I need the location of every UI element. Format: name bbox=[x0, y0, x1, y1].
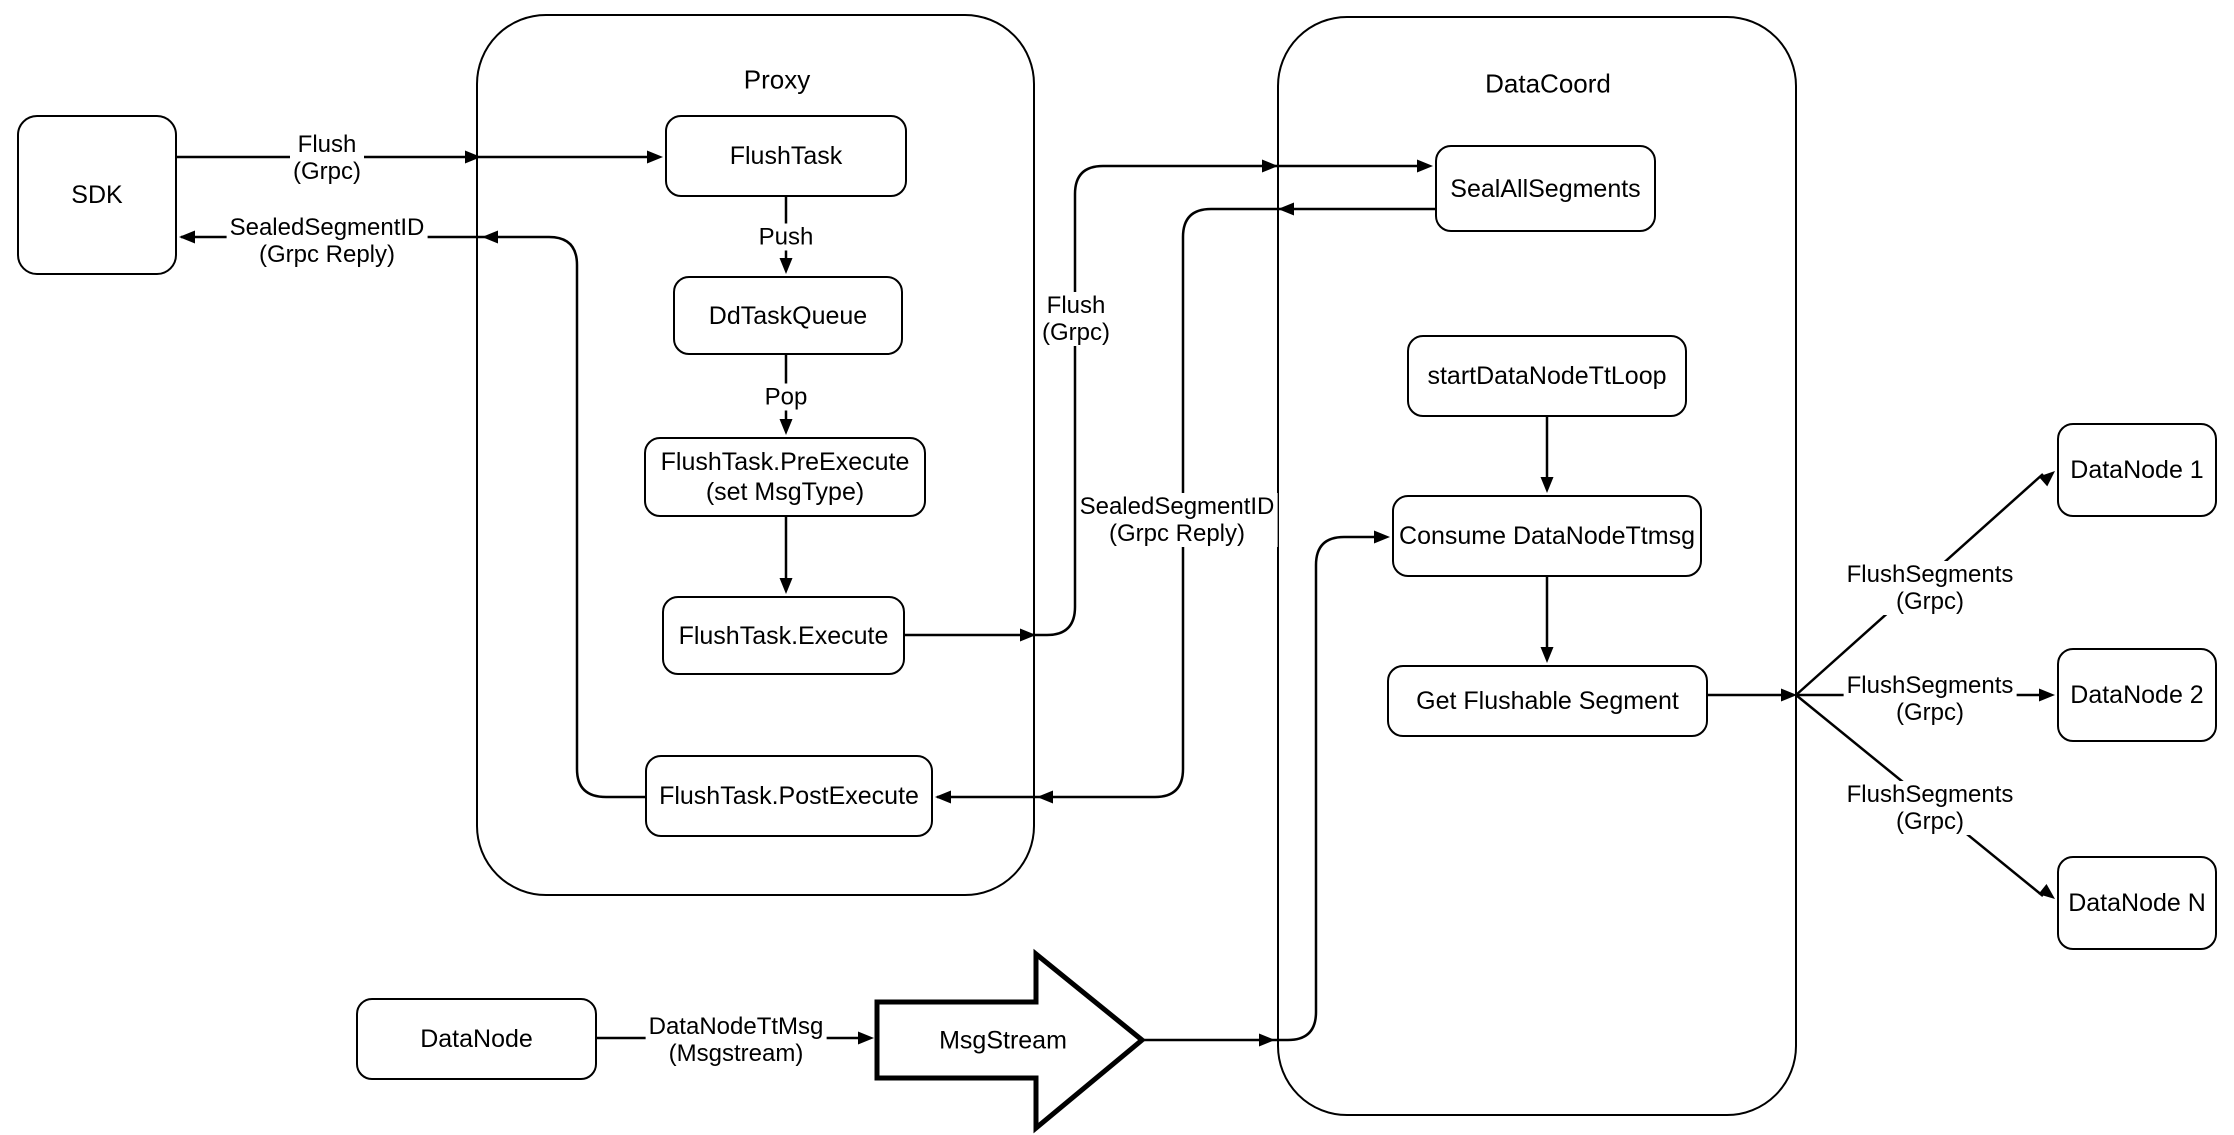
node-consume-data-node-ttmsg-label: Consume DataNodeTtmsg bbox=[1399, 522, 1695, 550]
edge-label-flush-segments-2: FlushSegments (Grpc) bbox=[1843, 672, 2017, 726]
edge-label-flush-segments-3: FlushSegments (Grpc) bbox=[1843, 781, 2017, 835]
node-flush-task-pre-execute-line2: (set MsgType) bbox=[705, 478, 865, 506]
node-sdk: SDK bbox=[17, 115, 177, 275]
node-get-flushable-segment-label: Get Flushable Segment bbox=[1416, 687, 1679, 715]
datacoord-container-title: DataCoord bbox=[1485, 68, 1611, 99]
node-data-node-n-label: DataNode N bbox=[2068, 889, 2206, 917]
edge-label-pop: Pop bbox=[761, 383, 811, 411]
node-data-node-label: DataNode bbox=[420, 1025, 533, 1053]
node-data-node-1: DataNode 1 bbox=[2057, 423, 2217, 517]
node-flush-task-label: FlushTask bbox=[729, 142, 843, 170]
node-seal-all-segments: SealAllSegments bbox=[1435, 145, 1656, 232]
node-flush-task-pre-execute: FlushTask.PreExecute (set MsgType) bbox=[644, 437, 926, 517]
edge-label-sealed-segment-id-mid: SealedSegmentID (Grpc Reply) bbox=[1076, 493, 1278, 547]
arrowheads bbox=[179, 150, 2055, 1047]
node-flush-task-post-execute: FlushTask.PostExecute bbox=[645, 755, 933, 837]
node-data-node-2: DataNode 2 bbox=[2057, 648, 2217, 742]
node-flush-task-post-execute-label: FlushTask.PostExecute bbox=[659, 782, 919, 810]
node-consume-data-node-ttmsg: Consume DataNodeTtmsg bbox=[1392, 495, 1702, 577]
node-data-node-n: DataNode N bbox=[2057, 856, 2217, 950]
node-dd-task-queue: DdTaskQueue bbox=[673, 276, 903, 355]
node-dd-task-queue-label: DdTaskQueue bbox=[708, 301, 868, 330]
proxy-container-title: Proxy bbox=[743, 64, 811, 95]
edge-postexecute-to-sdk bbox=[181, 235, 645, 799]
edge-msgstream-to-consume bbox=[1142, 535, 1376, 1042]
edge-label-data-node-tt-msg: DataNodeTtMsg (Msgstream) bbox=[645, 1013, 827, 1067]
edge-label-sdk-flush: Flush (Grpc) bbox=[290, 131, 364, 185]
edge-label-flush-segments-1: FlushSegments (Grpc) bbox=[1843, 561, 2017, 615]
node-data-node-2-label: DataNode 2 bbox=[2070, 681, 2204, 709]
node-start-data-node-tt-loop: startDataNodeTtLoop bbox=[1407, 335, 1687, 417]
node-flush-task: FlushTask bbox=[665, 115, 907, 197]
node-data-node-1-label: DataNode 1 bbox=[2070, 456, 2204, 484]
node-data-node: DataNode bbox=[356, 998, 597, 1080]
msgstream-label: MsgStream bbox=[939, 1026, 1067, 1055]
edge-label-sdk-sealed-segment-id: SealedSegmentID (Grpc Reply) bbox=[226, 214, 428, 268]
edge-execute-to-sealallsegments bbox=[905, 164, 1419, 637]
edge-label-flush-grpc-mid: Flush (Grpc) bbox=[1039, 292, 1113, 346]
node-seal-all-segments-label: SealAllSegments bbox=[1450, 174, 1641, 203]
msgstream-arrow-shape bbox=[874, 948, 1146, 1134]
node-flush-task-execute-label: FlushTask.Execute bbox=[678, 621, 889, 650]
node-sdk-label: SDK bbox=[71, 181, 123, 209]
node-get-flushable-segment: Get Flushable Segment bbox=[1387, 665, 1708, 737]
node-flush-task-pre-execute-line1: FlushTask.PreExecute bbox=[660, 448, 910, 476]
node-flush-task-execute: FlushTask.Execute bbox=[662, 596, 905, 675]
edge-label-push: Push bbox=[755, 223, 817, 251]
node-start-data-node-tt-loop-label: startDataNodeTtLoop bbox=[1427, 362, 1667, 390]
